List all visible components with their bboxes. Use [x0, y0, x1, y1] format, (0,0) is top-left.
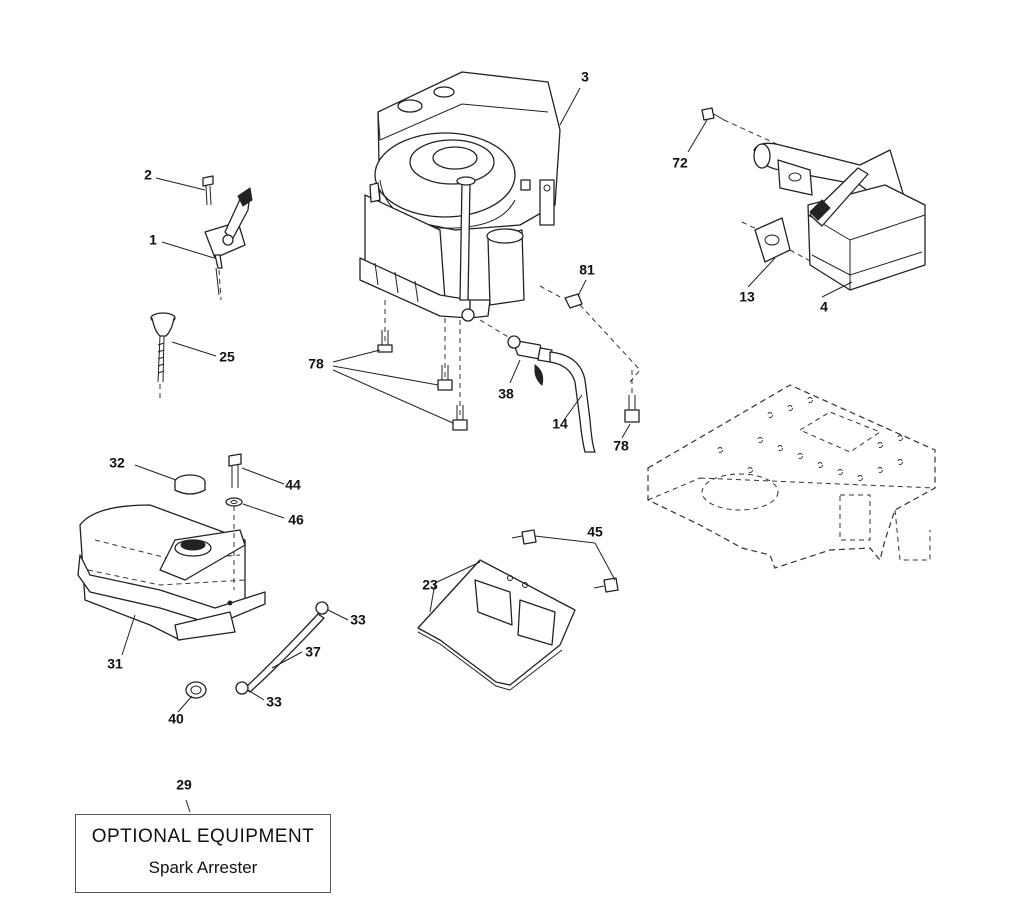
fuel-hose	[185, 601, 329, 699]
label-2: 2	[144, 167, 152, 183]
label-33b: 33	[266, 694, 282, 710]
heat-shield-plate	[417, 529, 619, 691]
label-38: 38	[498, 386, 514, 402]
label-78a: 78	[308, 356, 324, 372]
muffler-assembly	[701, 107, 926, 291]
tractor-frame	[647, 384, 936, 569]
label-37: 37	[305, 644, 321, 660]
part-labels: 1 2 3 4 13 14 23 25 29 31 32 33 33 37 38…	[107, 69, 828, 793]
choke-knob	[150, 312, 176, 398]
label-4: 4	[820, 299, 828, 315]
label-23: 23	[422, 577, 438, 593]
optional-equipment-title: OPTIONAL EQUIPMENT	[91, 826, 315, 847]
label-81: 81	[579, 262, 595, 278]
optional-equipment-item: Spark Arrester	[148, 858, 258, 877]
label-32: 32	[109, 455, 125, 471]
label-33a: 33	[350, 612, 366, 628]
engine-bolts	[377, 300, 640, 431]
leader-lines	[121, 87, 853, 813]
label-1: 1	[149, 232, 157, 248]
label-3: 3	[581, 69, 589, 85]
label-25: 25	[219, 349, 235, 365]
label-72: 72	[672, 155, 688, 171]
label-78b: 78	[613, 438, 629, 454]
label-46: 46	[288, 512, 304, 528]
label-45: 45	[587, 524, 603, 540]
label-14: 14	[552, 416, 568, 432]
throttle-control	[202, 175, 253, 301]
label-44: 44	[285, 477, 301, 493]
engine	[359, 71, 561, 322]
label-29: 29	[176, 777, 192, 793]
label-31: 31	[107, 656, 123, 672]
label-40: 40	[168, 711, 184, 727]
fuel-tank	[77, 453, 266, 641]
fuel-line	[479, 285, 641, 453]
label-13: 13	[739, 289, 755, 305]
optional-equipment-box: OPTIONAL EQUIPMENT Spark Arrester	[75, 814, 331, 893]
